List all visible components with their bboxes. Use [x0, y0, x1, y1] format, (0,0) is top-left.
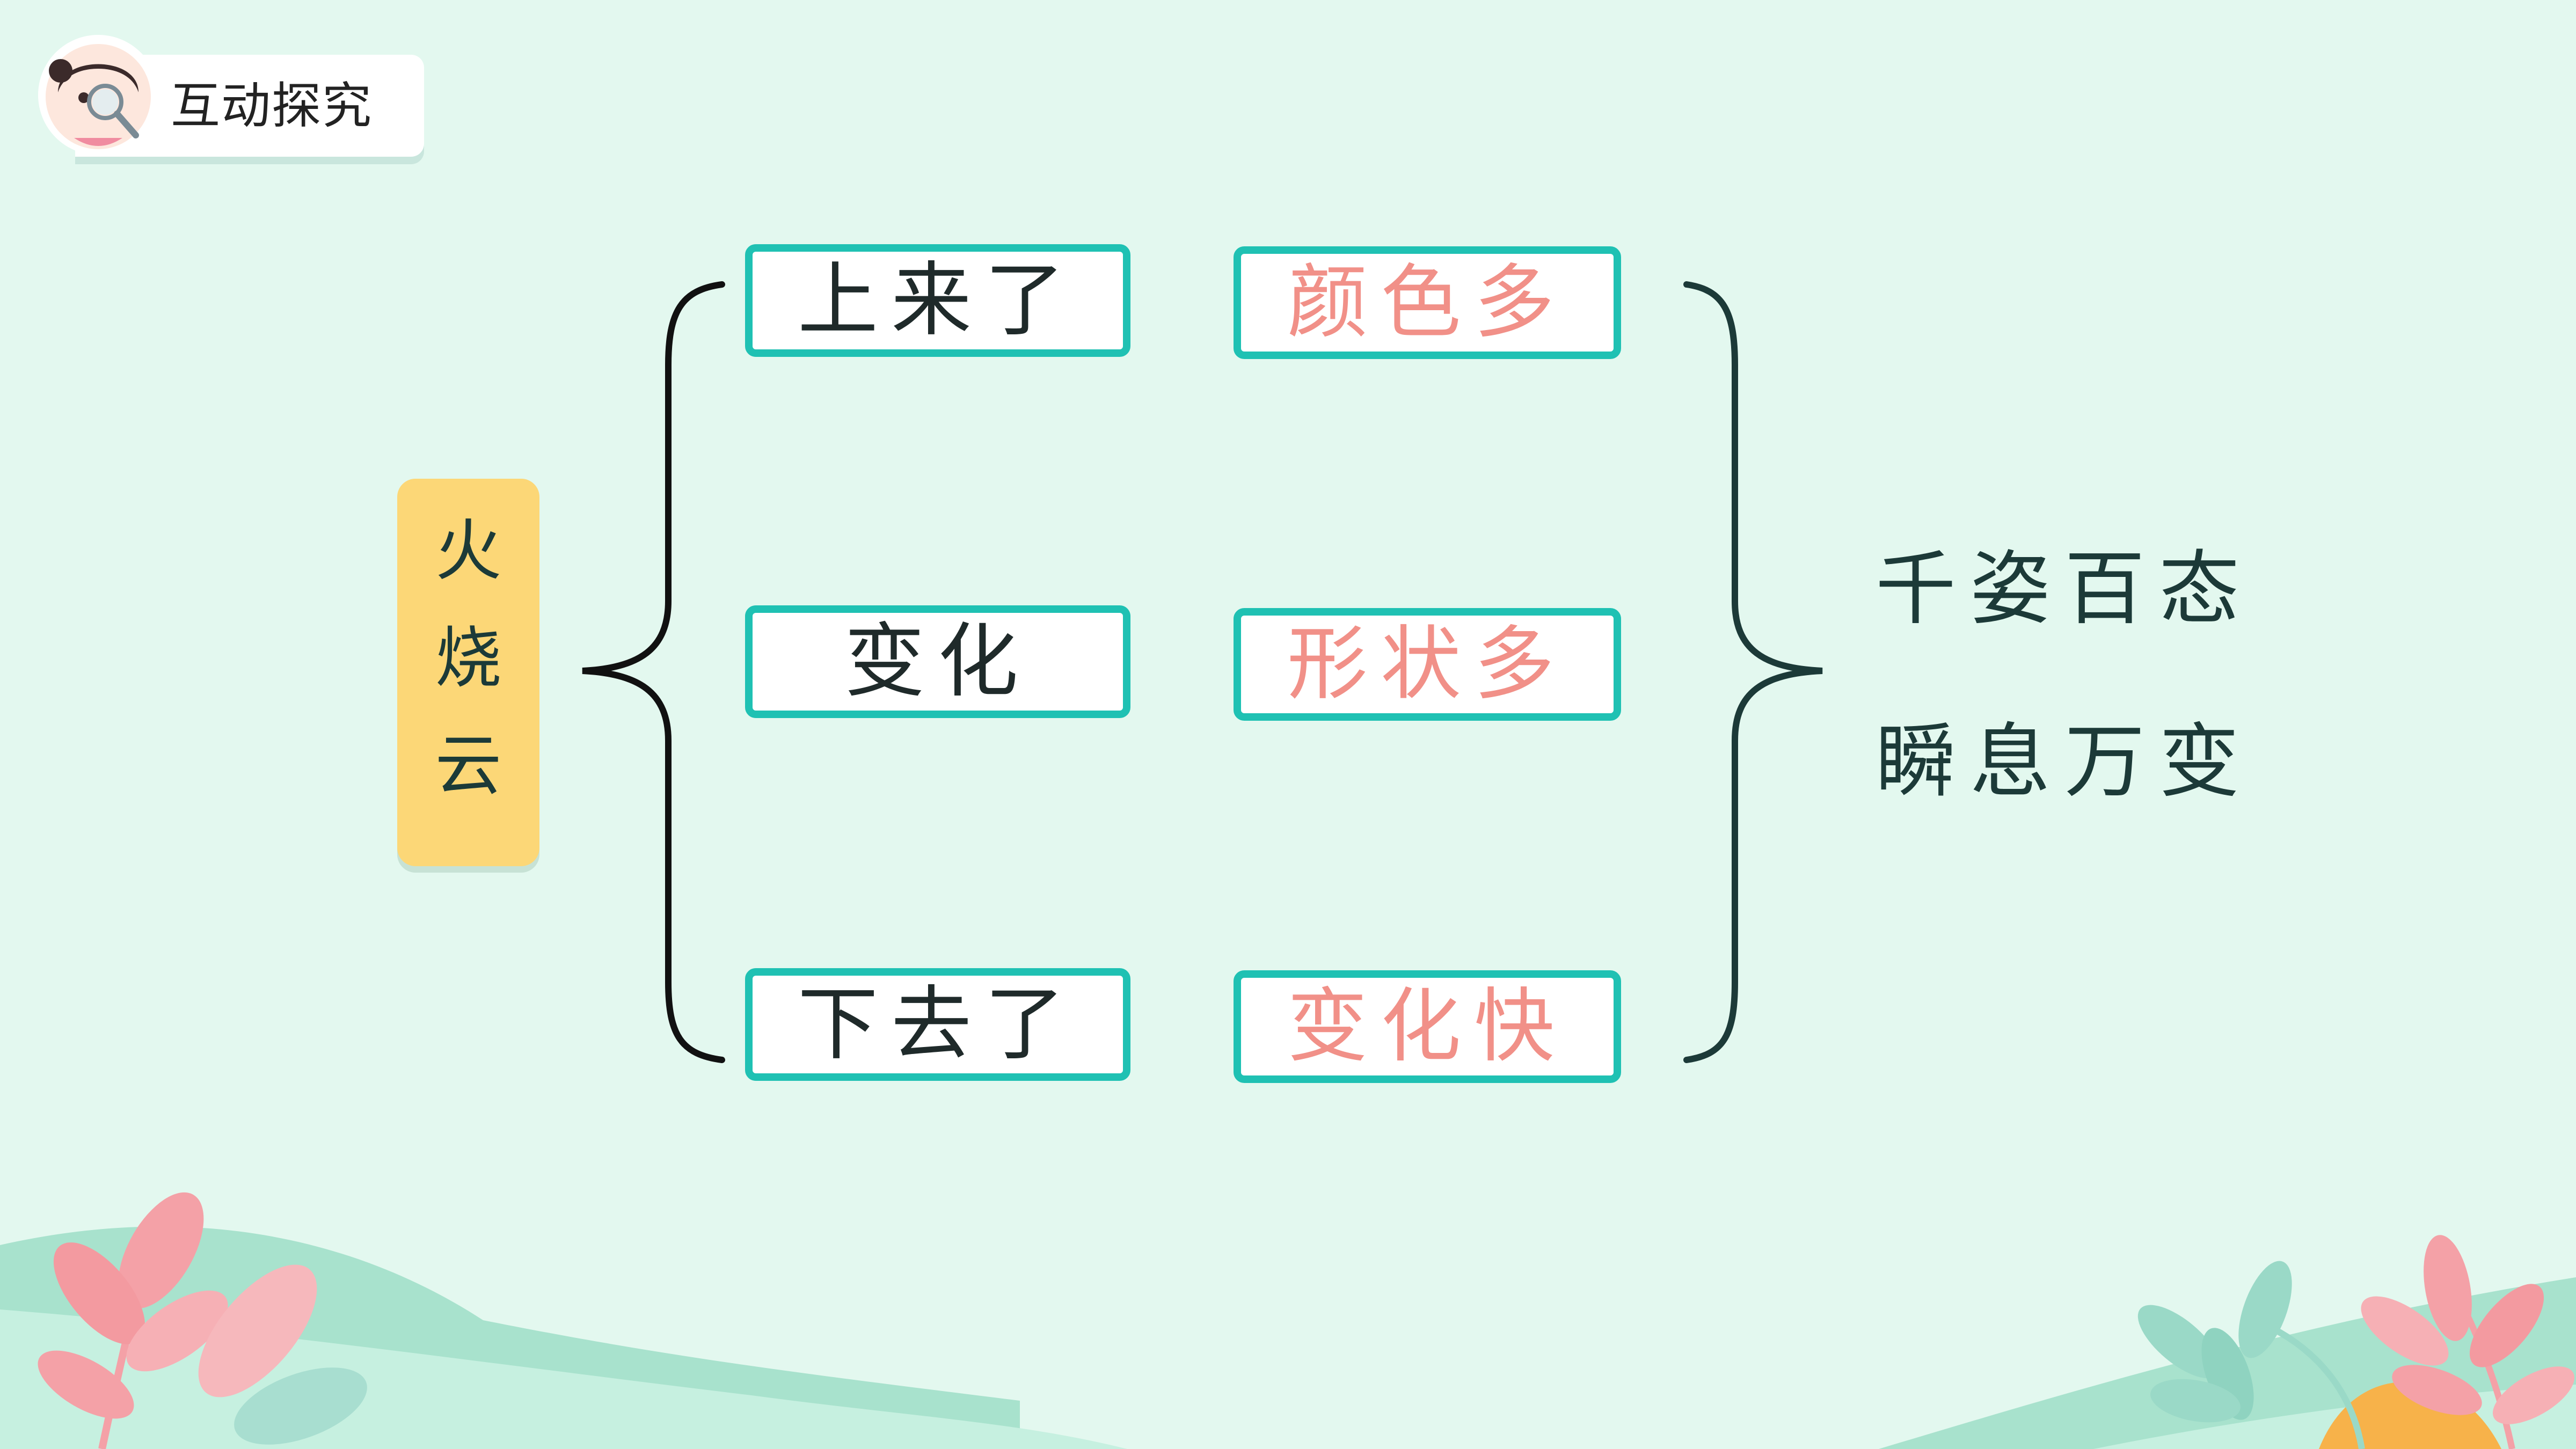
girl-with-magnifier-icon — [38, 35, 158, 155]
feature-box: 形状多 — [1234, 608, 1621, 721]
topic-box: 火 烧 云 — [397, 479, 539, 866]
stage-label: 下去了 — [797, 978, 1078, 1071]
summary-line: 瞬息万变 — [1876, 715, 2254, 809]
stage-label: 上来了 — [797, 254, 1078, 347]
leaf-branch-icon — [2137, 1235, 2575, 1449]
feature-label: 变化快 — [1287, 980, 1567, 1073]
stage-box-set: 下去了 — [745, 968, 1130, 1081]
stage-box-rise: 上来了 — [745, 244, 1130, 357]
left-brace — [582, 281, 725, 1063]
topic-char: 火 — [435, 513, 502, 590]
feature-label: 颜色多 — [1287, 256, 1567, 349]
feature-box: 颜色多 — [1234, 246, 1621, 359]
summary-line: 千姿百态 — [1876, 543, 2254, 636]
topic-char: 云 — [435, 727, 502, 804]
stage-box-change: 变化 — [745, 605, 1130, 718]
feature-box: 变化快 — [1234, 970, 1621, 1083]
topic-char: 烧 — [435, 620, 502, 697]
right-brace — [1683, 281, 1823, 1063]
stage-label: 变化 — [844, 615, 1031, 708]
leaf-branch-icon — [38, 1192, 367, 1449]
feature-label: 形状多 — [1287, 618, 1567, 711]
header-title: 互动探究 — [171, 77, 373, 135]
